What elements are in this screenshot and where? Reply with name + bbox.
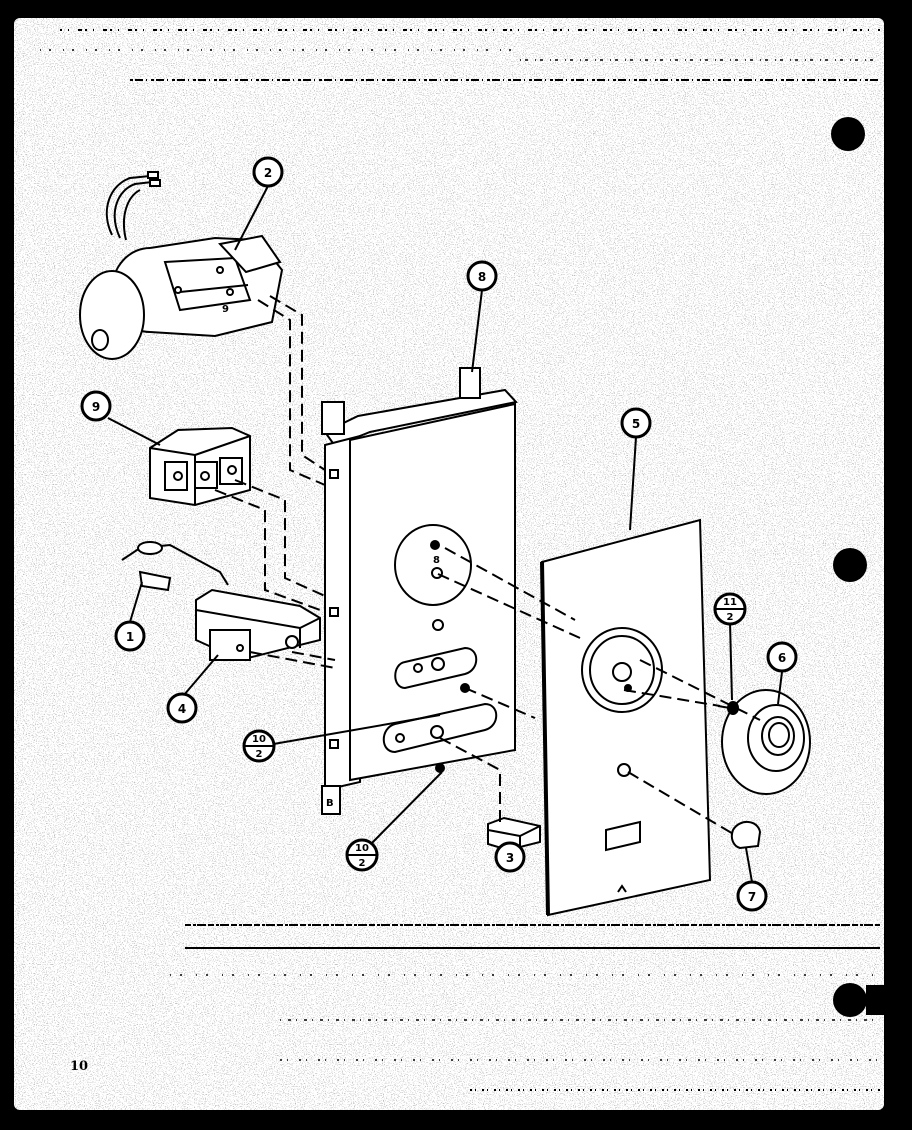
bottom-scan-band	[170, 924, 880, 1091]
svg-text:7: 7	[748, 890, 756, 904]
svg-text:5: 5	[632, 417, 640, 431]
svg-text:10: 10	[252, 734, 266, 745]
page-number: 10	[70, 1059, 88, 1074]
edge-artifact	[866, 985, 896, 1015]
svg-text:4: 4	[178, 702, 186, 716]
interlock-switch	[195, 588, 321, 662]
svg-text:6: 6	[778, 651, 786, 665]
svg-text:10: 10	[355, 843, 369, 854]
mounting-bracket: B 8	[321, 367, 518, 815]
callout-5: 5	[620, 407, 652, 439]
binder-hole-bottom	[833, 983, 867, 1017]
bracket-tab-mark: B	[326, 798, 334, 809]
callout-3: 3	[494, 841, 526, 873]
top-scan-band	[40, 29, 880, 81]
timer-motor: 9	[79, 171, 284, 360]
callout-2: 2	[252, 156, 284, 188]
svg-text:2: 2	[727, 612, 734, 623]
binder-hole-top	[831, 117, 865, 151]
thermal-sensor	[121, 541, 229, 592]
split-callout-11-2: 11 2	[713, 592, 747, 626]
callout-7: 7	[736, 880, 768, 912]
timer-knob	[721, 689, 811, 795]
svg-text:11: 11	[723, 597, 737, 608]
callout-8: 8	[466, 260, 498, 292]
face-plate	[540, 518, 712, 917]
callout-6: 6	[766, 641, 798, 673]
button-cap	[730, 821, 762, 850]
svg-text:2: 2	[256, 749, 263, 760]
callout-4: 4	[166, 692, 198, 724]
svg-text:3: 3	[506, 851, 514, 865]
svg-text:1: 1	[126, 630, 134, 644]
svg-text:8: 8	[478, 270, 486, 284]
assembly-lines	[214, 295, 761, 836]
svg-text:2: 2	[264, 166, 272, 180]
bracket-mark: 8	[433, 555, 440, 566]
split-callout-10-2-lower: 10 2	[345, 838, 379, 872]
callout-9: 9	[80, 390, 112, 422]
split-callout-10-2-upper: 10 2	[242, 729, 276, 763]
binder-hole-middle	[833, 548, 867, 582]
svg-text:9: 9	[92, 400, 100, 414]
callout-1: 1	[114, 620, 146, 652]
svg-text:2: 2	[359, 858, 366, 869]
switch-actuator	[487, 816, 541, 852]
leader-lines	[107, 185, 783, 883]
motor-mark: 9	[222, 304, 229, 315]
rotary-switch	[149, 426, 251, 507]
